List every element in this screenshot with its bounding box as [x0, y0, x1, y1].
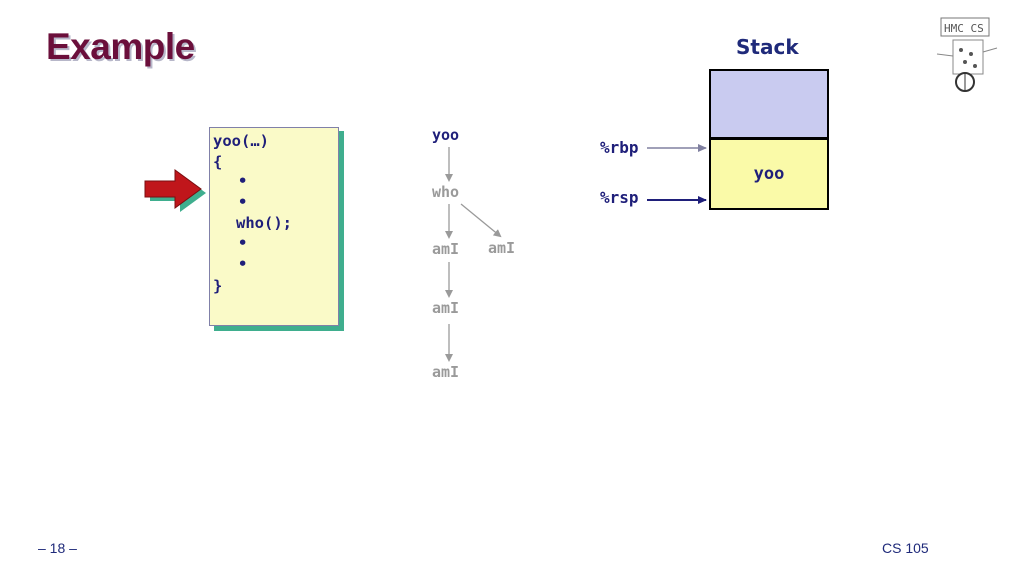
code-line-close-brace: } [213, 277, 223, 295]
logo-text: HMC CS [944, 22, 984, 35]
register-rbp: %rbp [600, 138, 639, 157]
stack-frame-label: yoo [753, 164, 785, 184]
code-line-signature: yoo(…) [213, 132, 269, 150]
code-line-ellipsis-4: • [238, 255, 248, 273]
tree-node-ami-4: amI [432, 363, 460, 381]
register-rsp: %rsp [600, 188, 639, 207]
page-number: – 18 – [38, 540, 77, 556]
stack-frame-yoo: yoo [709, 138, 829, 210]
code-line-ellipsis-2: • [238, 193, 248, 211]
code-line-open-brace: { [213, 153, 223, 171]
tree-node-ami-2: amI [488, 239, 516, 257]
course-label: CS 105 [882, 540, 929, 556]
code-line-ellipsis-1: • [238, 172, 248, 190]
edge-who-ami-2 [460, 203, 502, 238]
stack-frame-caller [709, 69, 829, 139]
tree-node-ami-3: amI [432, 299, 460, 317]
slide-title: Example [46, 26, 195, 67]
stack-title: Stack [736, 35, 799, 59]
tree-node-ami-1: amI [432, 240, 460, 258]
code-line-call-who: who(); [236, 214, 292, 232]
code-line-ellipsis-3: • [238, 234, 248, 252]
tree-node-who: who [432, 183, 460, 201]
code-box [209, 127, 339, 326]
tree-node-yoo: yoo [432, 126, 460, 144]
